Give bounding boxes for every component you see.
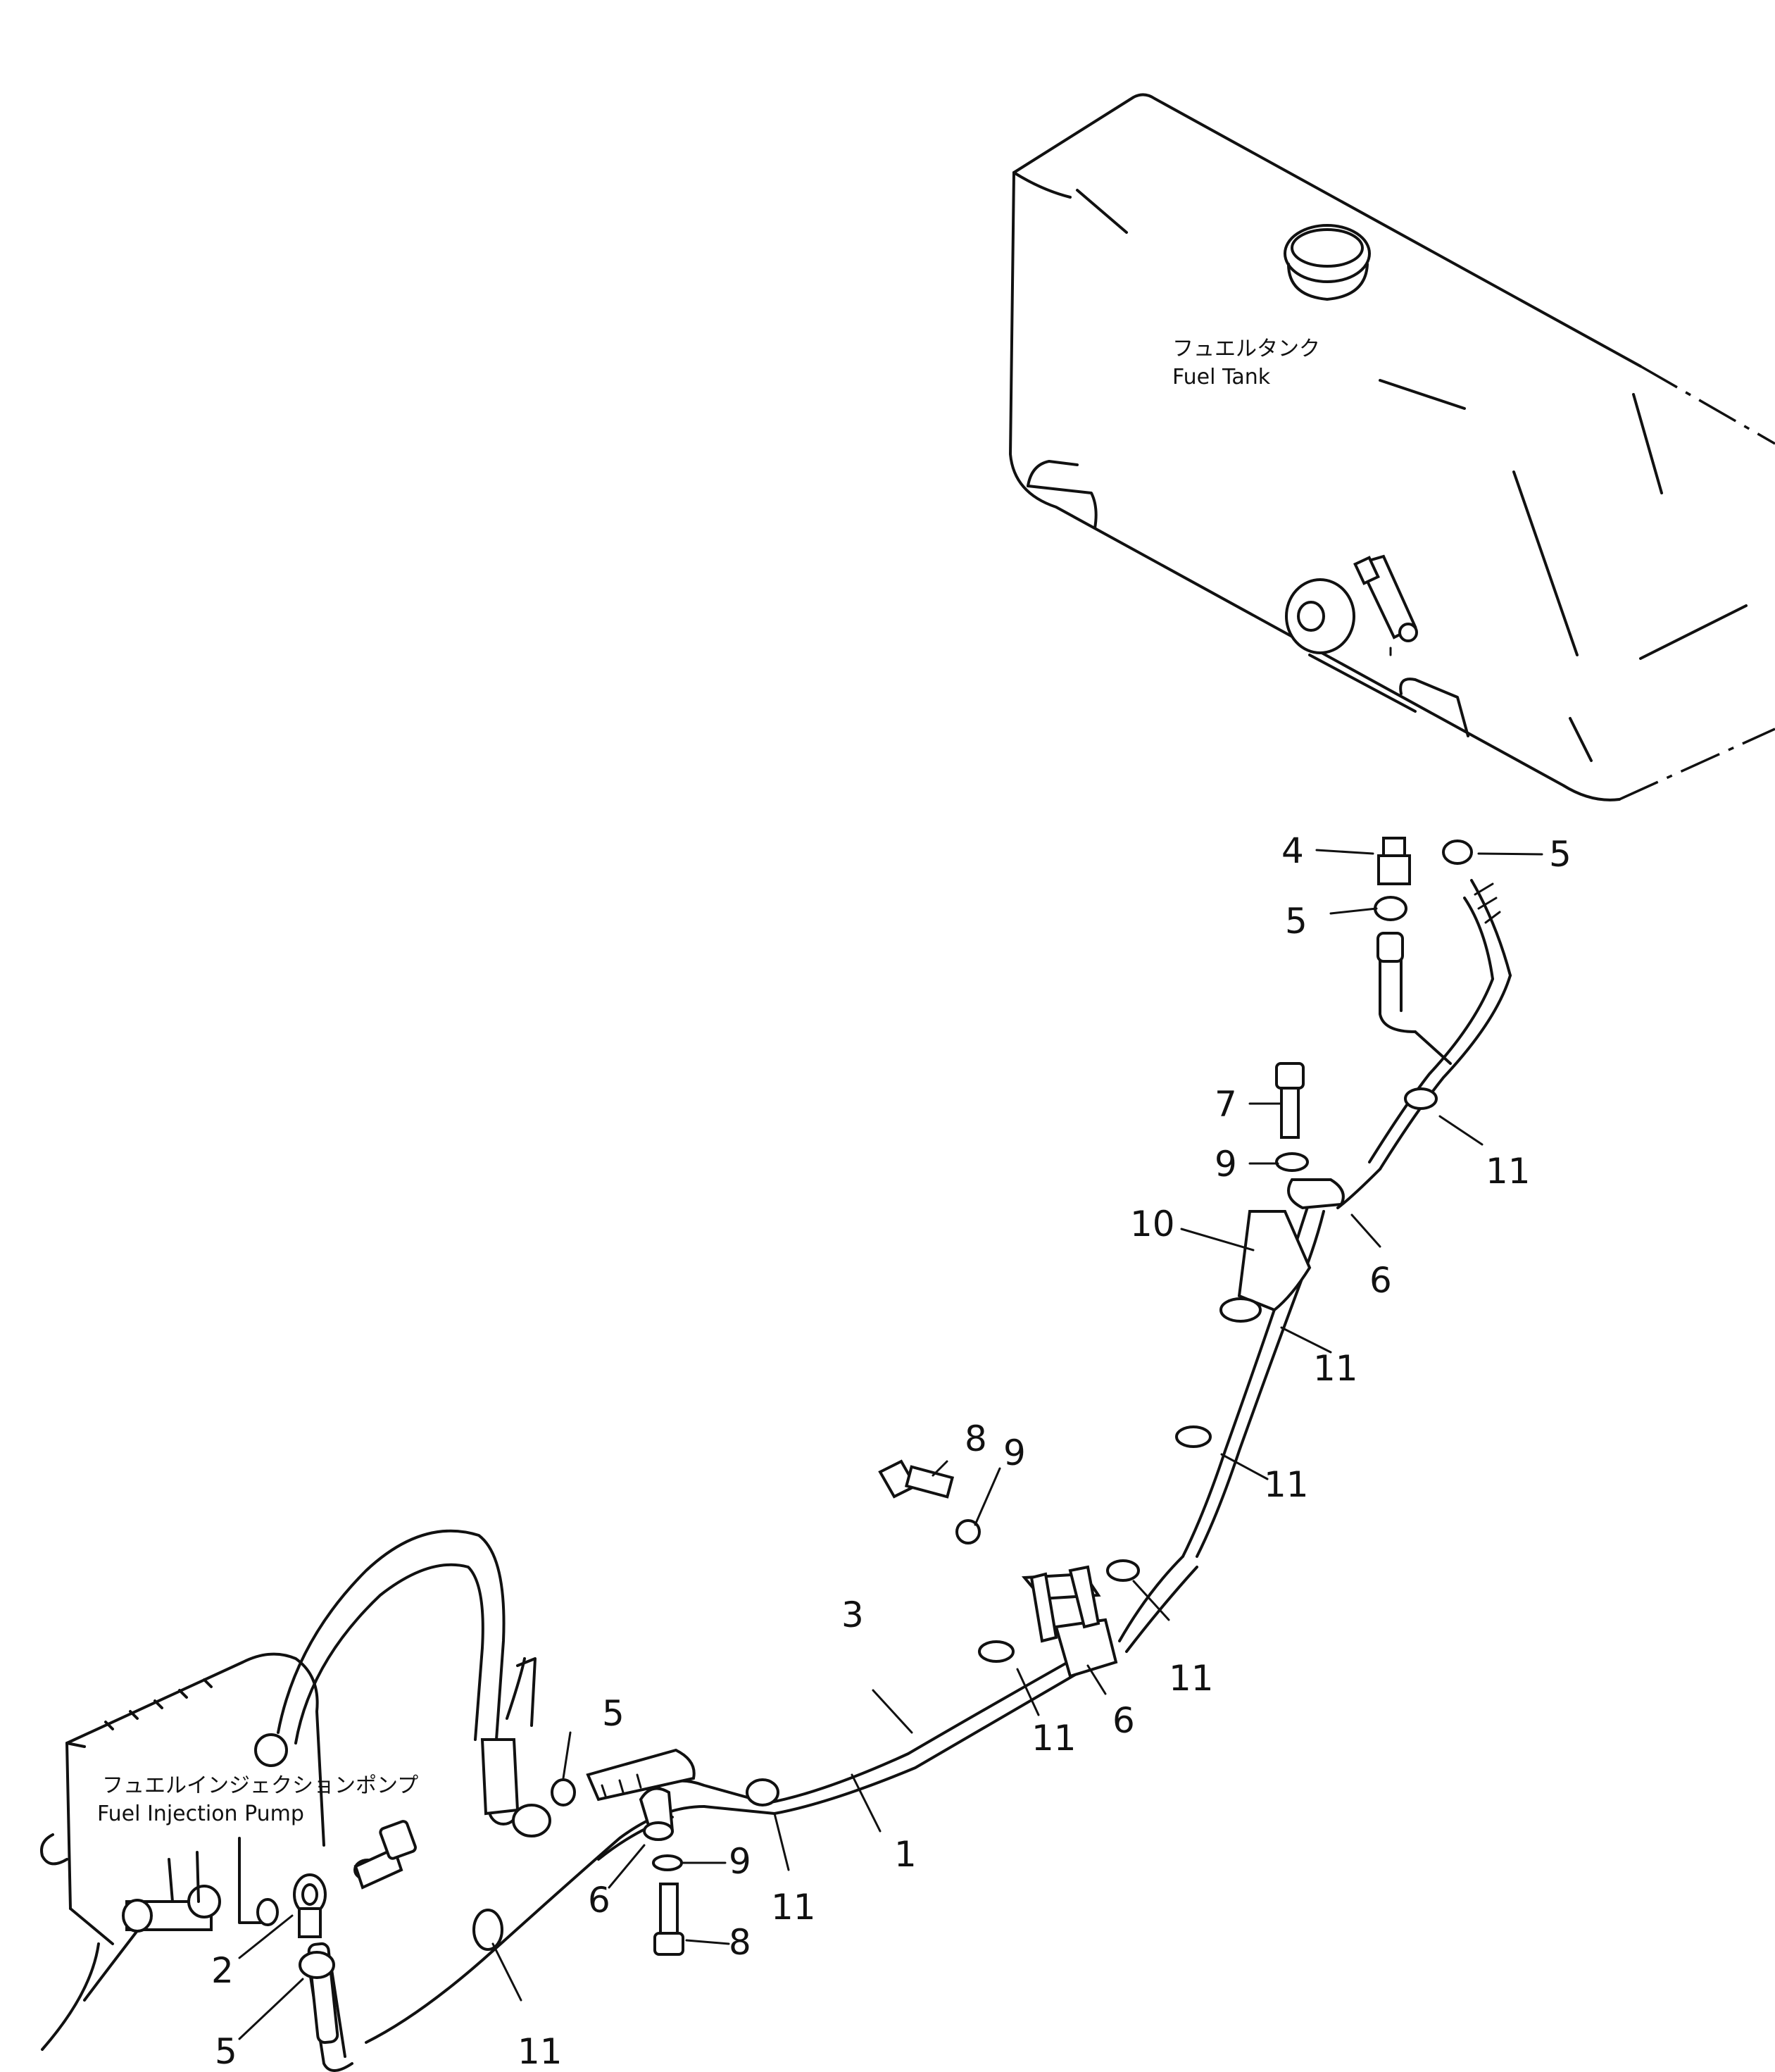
- callout-11: 11: [1169, 1658, 1214, 1699]
- clamps: [472, 837, 1473, 1956]
- callout-5: 5: [1285, 901, 1307, 942]
- fuel-lines: [256, 879, 1512, 2072]
- callout-numbers: 4 5 5 7 9 11 10 6 11 11 8 9 11 6 11 3 1 …: [211, 830, 1572, 2072]
- fuel-tank-label-ja: フュエルタンク: [1172, 337, 1320, 361]
- callout-6: 6: [588, 1880, 610, 1921]
- leader-lines: [238, 849, 1543, 2040]
- callout-11: 11: [1486, 1151, 1531, 1192]
- injection-pump-label-ja: フュエルインジェクションポンプ: [102, 1773, 418, 1798]
- callout-9: 9: [1215, 1144, 1237, 1185]
- callout-3: 3: [841, 1594, 864, 1635]
- callout-11: 11: [1031, 1718, 1077, 1759]
- callout-5: 5: [215, 2031, 237, 2072]
- callout-11: 11: [771, 1887, 816, 1928]
- callout-6: 6: [1369, 1260, 1392, 1301]
- callout-5: 5: [1549, 834, 1572, 875]
- callout-5: 5: [602, 1693, 625, 1734]
- callout-11: 11: [1313, 1348, 1358, 1389]
- callout-8: 8: [729, 1922, 751, 1963]
- fuel-tank: [1009, 93, 1775, 801]
- callout-11: 11: [518, 2031, 563, 2072]
- callout-9: 9: [1003, 1433, 1026, 1473]
- callout-6: 6: [1112, 1700, 1135, 1741]
- callout-11: 11: [1264, 1464, 1309, 1505]
- callout-7: 7: [1215, 1084, 1237, 1125]
- callout-1: 1: [894, 1834, 917, 1875]
- callout-4: 4: [1281, 830, 1304, 871]
- callout-9: 9: [729, 1841, 751, 1882]
- fuel-tank-label-en: Fuel Tank: [1172, 365, 1271, 389]
- callout-2: 2: [211, 1950, 234, 1991]
- callout-10: 10: [1130, 1204, 1175, 1244]
- injection-pump-label-en: Fuel Injection Pump: [97, 1802, 304, 1826]
- fuel-injection-pump: [40, 1529, 551, 2051]
- callout-8: 8: [965, 1418, 987, 1459]
